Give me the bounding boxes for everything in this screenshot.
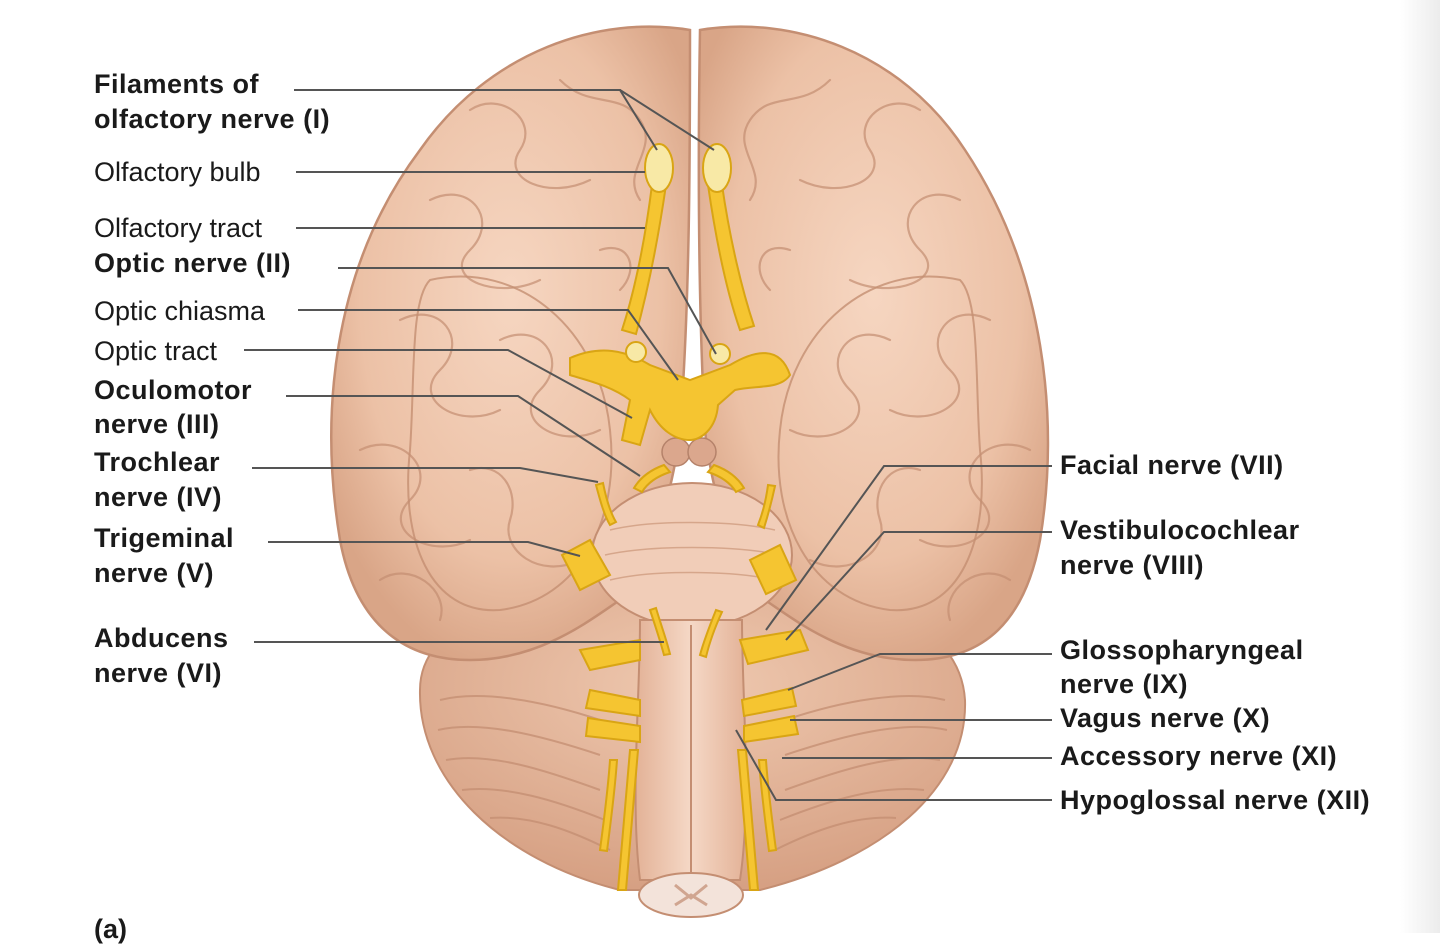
label-vestibulocochlear-line1: Vestibulocochlear — [1060, 515, 1300, 545]
right-temporal-lobe — [777, 275, 983, 612]
left-temporal-lobe — [407, 275, 613, 612]
leader-optic-tract — [244, 349, 633, 419]
facial-vestibulocochlear-left — [578, 638, 641, 672]
oculomotor-nerve-left — [632, 463, 672, 494]
leader-optic-chiasma — [298, 309, 679, 381]
label-accessory: Accessory nerve (XI) — [1060, 741, 1338, 771]
leader-filaments-b — [619, 89, 715, 151]
glossopharyngeal-vagus-left — [584, 688, 641, 718]
accessory-nerve-right — [736, 749, 760, 891]
trigeminal-nerve-right — [748, 543, 798, 596]
label-vestibulocochlear-line2: nerve (VIII) — [1060, 550, 1205, 580]
label-trochlear-line1: Trochlear — [94, 447, 221, 477]
label-optic-nerve: Optic nerve (II) — [94, 248, 292, 278]
cranial-nerves — [560, 143, 810, 891]
label-filaments-line2: olfactory nerve (I) — [94, 104, 331, 134]
mammillary-body-right — [687, 437, 717, 467]
leader-glossopharyngeal — [787, 653, 1052, 691]
mammillary-body-left — [661, 437, 691, 467]
label-optic-tract: Optic tract — [94, 336, 218, 366]
leader-optic-nerve — [338, 267, 717, 355]
trochlear-nerve-right — [756, 483, 777, 530]
hypoglossal-rootlets-right — [757, 759, 778, 853]
trigeminal-nerve-left — [560, 538, 612, 592]
optic-nerve-cut-right — [709, 343, 731, 365]
leader-hypoglossal — [735, 729, 1052, 801]
olfactory-tract-right — [706, 184, 756, 332]
label-trigeminal-line1: Trigeminal — [94, 523, 235, 553]
leader-trigeminal — [268, 541, 581, 557]
figure-letter: (a) — [94, 914, 127, 944]
vagus-left — [584, 716, 641, 744]
optic-nerve-cut-left — [625, 341, 647, 363]
label-abducens-line2: nerve (VI) — [94, 658, 223, 688]
leader-vestibulocochlear — [785, 531, 1052, 641]
label-glossopharyngeal-line1: Glossopharyngeal — [1060, 635, 1304, 665]
label-filaments-line1: Filaments of — [94, 69, 260, 99]
facial-vestibulocochlear-right — [738, 628, 810, 666]
label-oculomotor-line1: Oculomotor — [94, 375, 252, 405]
glossopharyngeal-vagus-right — [740, 686, 798, 718]
label-hypoglossal: Hypoglossal nerve (XII) — [1060, 785, 1371, 815]
vagus-right — [743, 714, 800, 744]
leader-trochlear — [252, 467, 599, 483]
optic-chiasma — [569, 349, 792, 447]
leader-oculomotor — [286, 395, 641, 477]
label-optic-chiasma: Optic chiasma — [94, 296, 266, 326]
abducens-nerve-left — [648, 606, 672, 657]
hypoglossal-rootlets-left — [598, 759, 619, 853]
olfactory-bulb-right — [702, 143, 732, 193]
leader-facial — [765, 465, 1052, 631]
label-abducens-line1: Abducens — [94, 623, 229, 653]
cortical-gyri — [358, 78, 1032, 622]
label-trochlear-line2: nerve (IV) — [94, 482, 223, 512]
label-olfactory-tract: Olfactory tract — [94, 213, 263, 243]
page-edge-shadow — [1400, 0, 1440, 933]
accessory-nerve-left — [616, 749, 640, 891]
olfactory-tract-left — [620, 184, 668, 336]
leader-lines — [244, 89, 1052, 801]
olfactory-bulb-left — [644, 143, 674, 193]
label-olfactory-bulb: Olfactory bulb — [94, 157, 261, 187]
label-trigeminal-line2: nerve (V) — [94, 558, 215, 588]
label-facial: Facial nerve (VII) — [1060, 450, 1284, 480]
trochlear-nerve-left — [594, 481, 618, 527]
oculomotor-nerve-right — [706, 463, 746, 494]
abducens-nerve-right — [698, 608, 724, 659]
label-oculomotor-line2: nerve (III) — [94, 409, 220, 439]
label-vagus: Vagus nerve (X) — [1060, 703, 1271, 733]
label-glossopharyngeal-line2: nerve (IX) — [1060, 669, 1189, 699]
gray-matter-butterfly — [674, 883, 708, 907]
